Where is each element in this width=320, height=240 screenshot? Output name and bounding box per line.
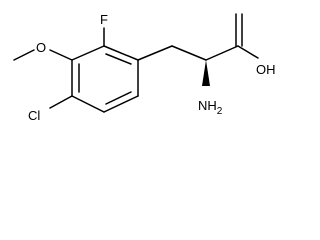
atom-label-amine: NH2	[198, 98, 223, 117]
bond-methoxy-oxygen	[49, 49, 73, 61]
chemical-structure: F O Cl OH NH2	[13, 12, 276, 123]
atom-label-methoxy-oxygen: O	[36, 40, 46, 55]
atom-label-chlorine: Cl	[28, 108, 40, 123]
amine-label-subscript: 2	[217, 106, 223, 117]
ring-bond-top-left	[71, 45, 105, 61]
bond-ch2-to-alpha	[171, 45, 207, 61]
bond-hydroxyl	[237, 45, 259, 59]
ring-double-bond-bottom	[105, 91, 132, 105]
ring-bond-bottom-right	[103, 95, 139, 113]
ring-bond-top	[103, 45, 139, 61]
amine-label-main: NH	[198, 98, 217, 113]
ring-double-bond-top	[105, 53, 132, 65]
atom-label-hydroxyl: OH	[256, 62, 276, 77]
bond-methyl	[13, 49, 35, 61]
atom-label-fluorine: F	[100, 12, 108, 27]
bond-alpha-to-carboxyl	[205, 45, 239, 61]
bond-ring-to-ch2	[137, 45, 173, 61]
stereo-wedge-bond	[202, 60, 210, 86]
ring-bond-bottom-left	[71, 95, 105, 113]
bond-chlorine	[49, 95, 73, 109]
